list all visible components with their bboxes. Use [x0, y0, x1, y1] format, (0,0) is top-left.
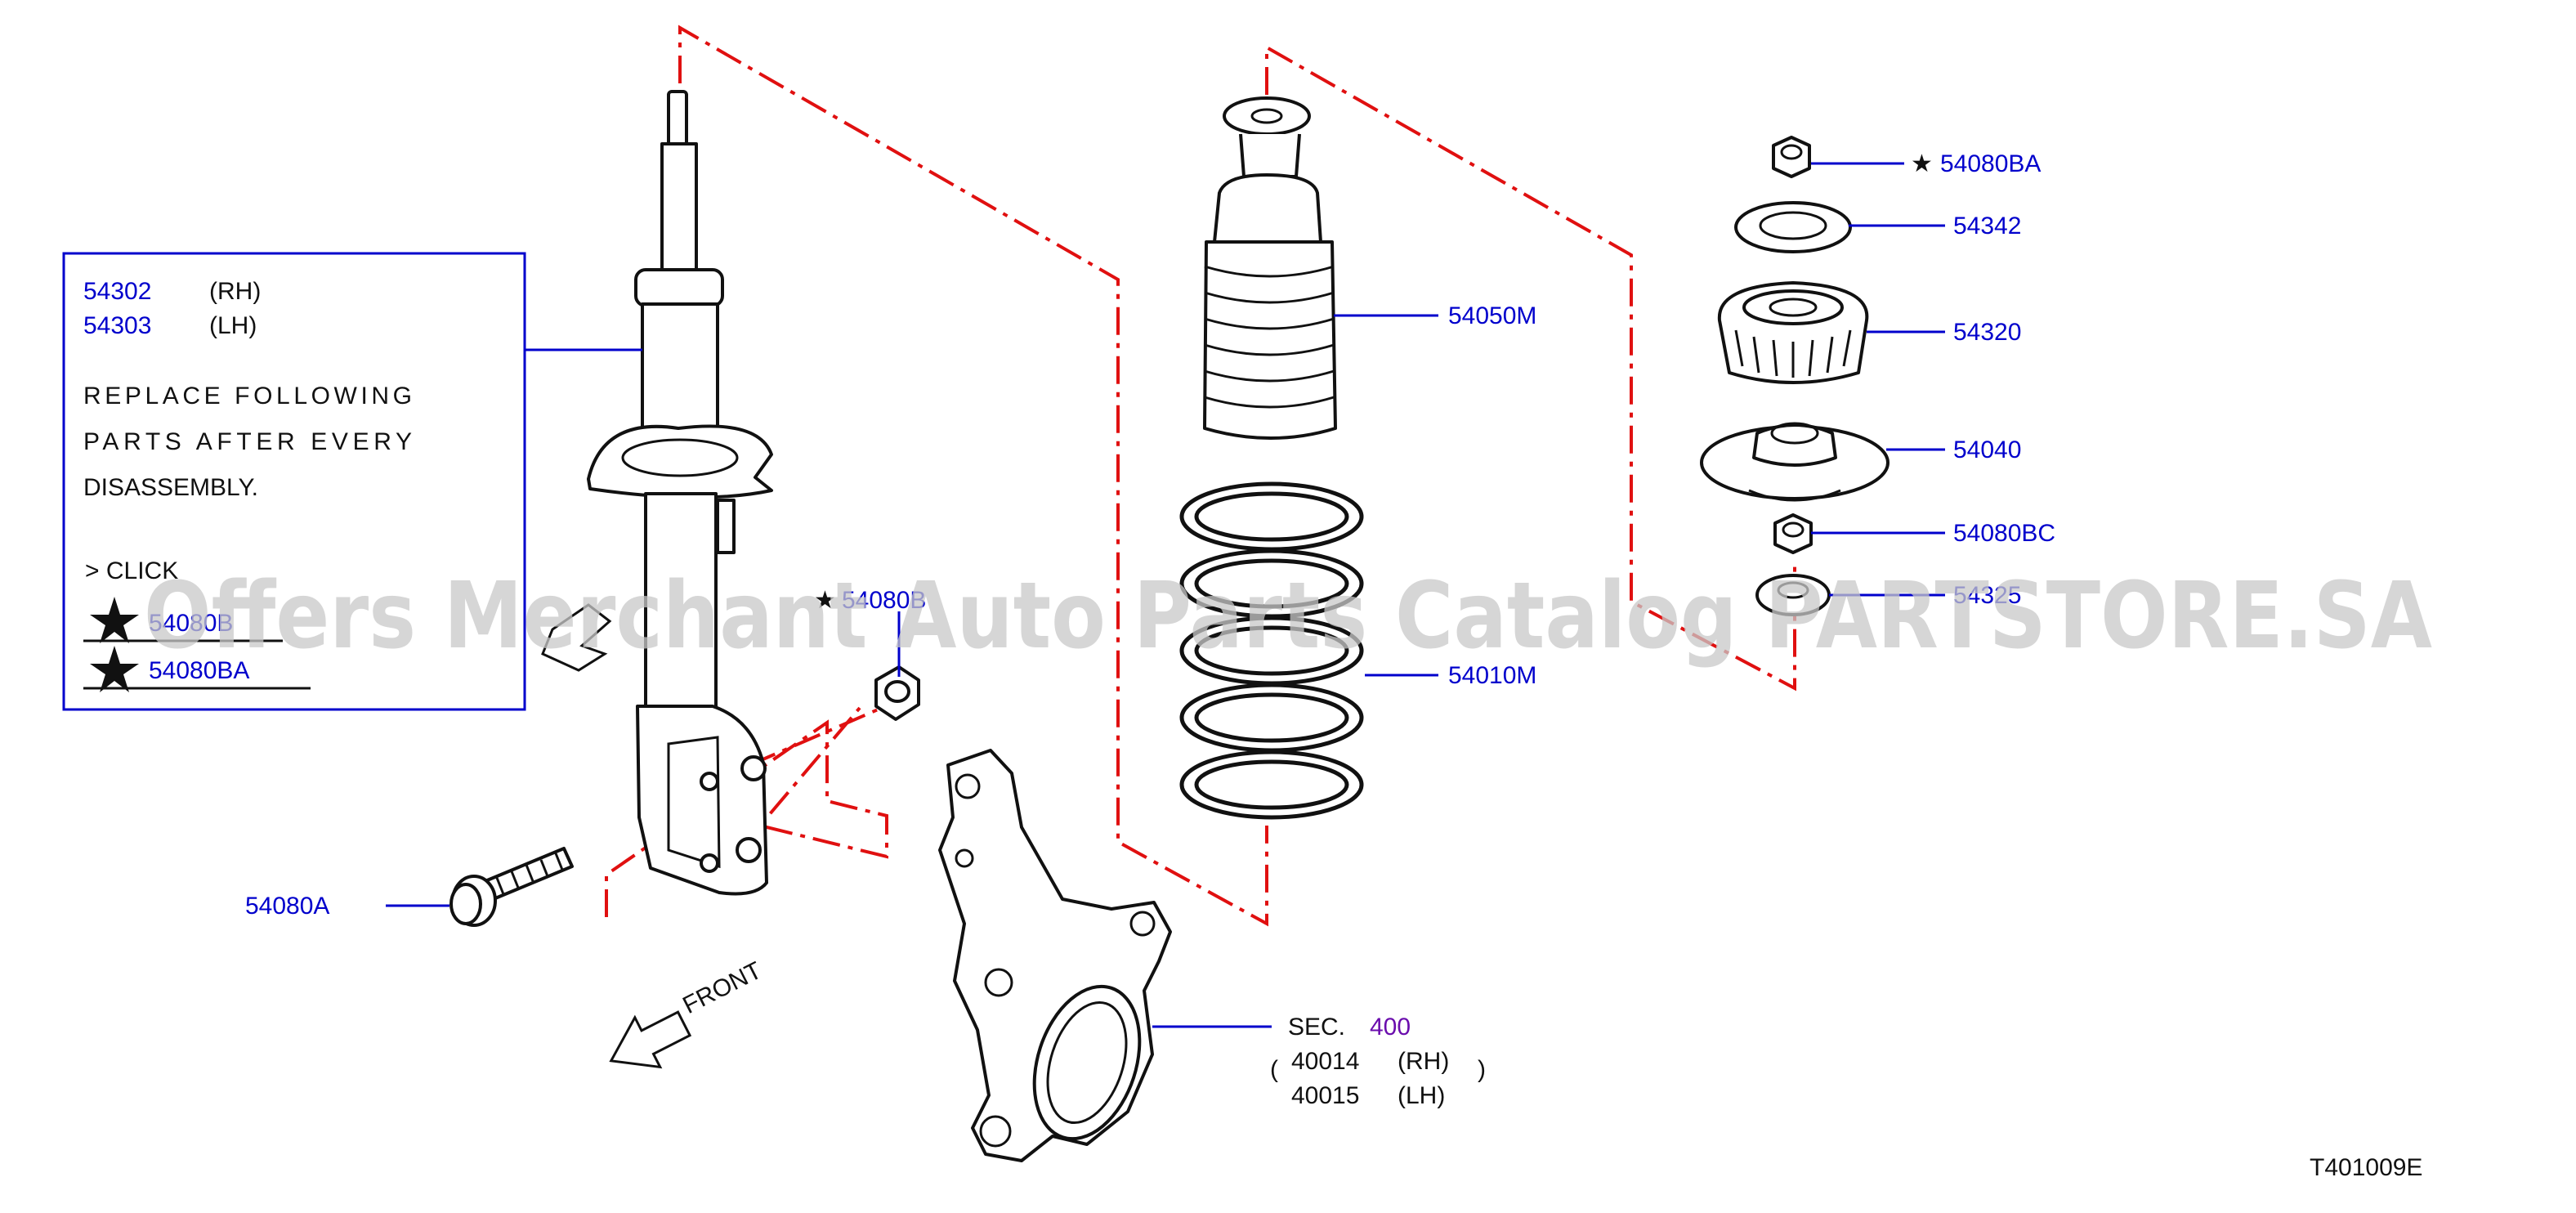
leader-lines: [293, 162, 1945, 1028]
callout-54050m[interactable]: 54050M: [1448, 302, 1536, 329]
boot-54050m-drawing: [1203, 96, 1337, 440]
callout-54080ba[interactable]: 54080BA: [1940, 150, 2041, 177]
legend-part-54303[interactable]: 54303: [83, 312, 151, 339]
legend-side-rh: (RH): [209, 278, 261, 305]
watermark: Offers Merchant Auto Parts Catalog PARTS…: [144, 563, 2432, 669]
front-label: FRONT: [678, 957, 766, 1019]
legend-link-54080ba[interactable]: 54080BA: [149, 657, 249, 684]
callout-54080b[interactable]: 54080B: [842, 587, 926, 614]
callout-54080a[interactable]: 54080A: [245, 893, 329, 920]
nut-54080b-drawing: [874, 665, 920, 721]
legend-part-54302[interactable]: 54302: [83, 278, 151, 305]
section-side-lh: (LH): [1398, 1082, 1445, 1109]
section-part-40014: 40014: [1291, 1048, 1359, 1075]
legend-note-line1: REPLACE FOLLOWING: [83, 383, 412, 410]
bolt-54080a-drawing: [449, 847, 574, 927]
front-indicator: FRONT: [609, 957, 766, 1069]
callout-54320[interactable]: 54320: [1953, 319, 2021, 346]
star-icon: [90, 646, 139, 692]
nut-54080bc-drawing: [1773, 513, 1813, 554]
knuckle-drawing: [938, 749, 1172, 1162]
star-icon: ★: [1911, 150, 1933, 177]
strut-assembly-drawing: [541, 90, 773, 896]
callout-54010m[interactable]: 54010M: [1448, 662, 1536, 689]
legend-click-label: > CLICK: [85, 557, 178, 584]
washer-54342-drawing: [1734, 201, 1852, 253]
legend-note-line3: DISASSEMBLY.: [83, 474, 258, 501]
section-part-40015: 40015: [1291, 1082, 1359, 1109]
assembly-lines: [605, 25, 1796, 927]
svg-text:): ): [1478, 1056, 1486, 1083]
coil-spring-54010m-drawing: [1179, 481, 1364, 820]
legend-note-line2: PARTS AFTER EVERY: [83, 428, 412, 455]
legend-box: 54302 (RH) 54303 (LH) REPLACE FOLLOWING …: [62, 252, 526, 711]
legend-link-54080b[interactable]: 54080B: [149, 610, 233, 637]
star-icon: ★: [814, 587, 836, 614]
section-reference: SEC. 400 ( ) 40014 (RH) 40015 (LH): [1270, 1014, 1486, 1109]
callout-54325[interactable]: 54325: [1953, 582, 2021, 609]
spring-seat-54040-drawing: [1700, 422, 1890, 502]
section-label: SEC.: [1288, 1014, 1345, 1041]
star-icon: [90, 597, 139, 643]
callout-54040[interactable]: 54040: [1953, 436, 2021, 463]
legend-side-lh: (LH): [209, 312, 257, 339]
svg-text:(: (: [1270, 1056, 1278, 1083]
callouts: ★ 54080BA 54342 54320 54040 54080BC 5432…: [245, 150, 2055, 920]
section-number-400[interactable]: 400: [1370, 1014, 1411, 1041]
mount-insulator-54320-drawing: [1717, 281, 1869, 384]
callout-54080bc[interactable]: 54080BC: [1953, 520, 2055, 547]
front-arrow-icon: [609, 1010, 692, 1069]
figure-code: T401009E: [2310, 1154, 2422, 1181]
top-nut-54080ba-drawing: [1772, 136, 1811, 178]
callout-54342[interactable]: 54342: [1953, 213, 2021, 239]
section-side-rh: (RH): [1398, 1048, 1449, 1075]
